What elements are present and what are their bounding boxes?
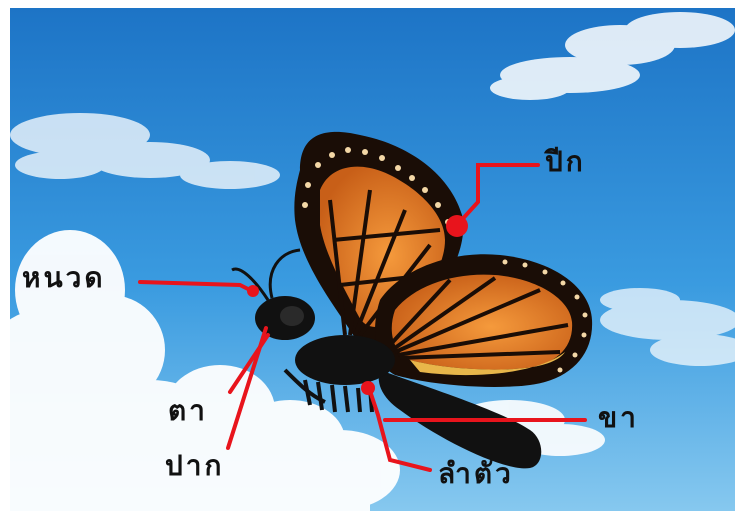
antenna-label: หนวด [22,264,106,292]
wing-label: ปีก [545,148,586,176]
body-label: ลำตัว [438,460,514,488]
thorax [295,335,395,385]
leg-label: ขา [598,404,639,432]
eye-label: ตา [168,397,208,425]
eye [280,306,304,326]
mouth-label: ปาก [165,452,224,480]
